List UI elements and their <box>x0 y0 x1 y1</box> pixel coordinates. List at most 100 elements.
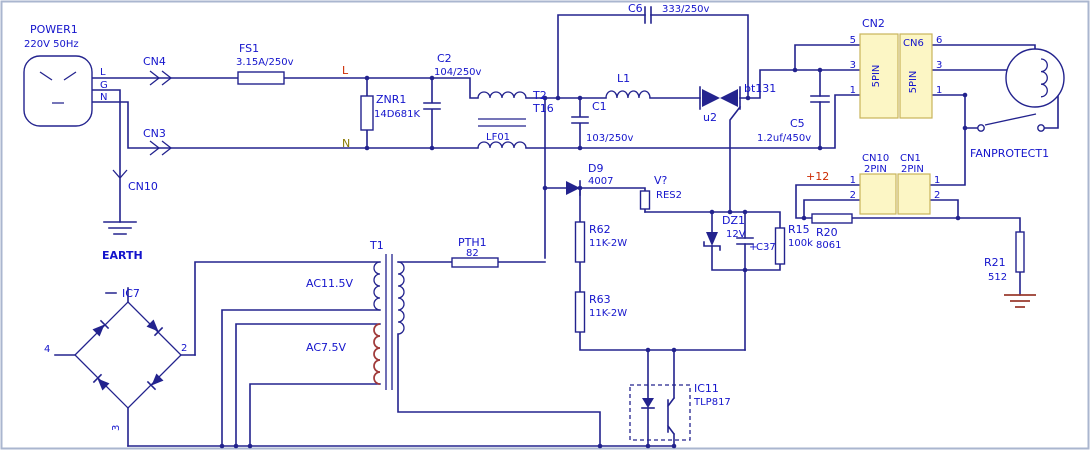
label-r15-value: 100k <box>788 238 813 249</box>
label-znr1: ZNR1 <box>376 93 406 106</box>
fuse-fs1 <box>237 71 285 85</box>
connector-cn1 <box>897 173 931 215</box>
label-cn10-pin2: 2 <box>850 190 856 201</box>
label-cn4: CN4 <box>143 55 166 68</box>
label-fs1-value: 3.15A/250v <box>236 57 294 68</box>
label-t1-lower: AC7.5V <box>306 341 347 354</box>
label-dz1: DZ1 <box>722 214 745 227</box>
cap-c37 <box>736 237 754 245</box>
label-c1-value: 103/250v <box>586 133 634 144</box>
label-cn6-pin6: 6 <box>936 35 942 46</box>
label-c1: C1 <box>592 100 607 113</box>
cn10-chevron <box>112 169 128 179</box>
label-cn2-pin5: 5 <box>850 35 856 46</box>
label-cn1-type: 2PIN <box>901 164 924 175</box>
resistor-r21 <box>1015 231 1025 273</box>
inductor-l1 <box>605 90 651 99</box>
label-vres: V? <box>654 174 668 187</box>
label-c2-value: 104/250v <box>434 67 482 78</box>
label-cn6-pin1: 1 <box>936 85 942 96</box>
label-choke-part: LF01 <box>486 132 510 143</box>
t1-winding-lower <box>373 323 381 385</box>
label-triac: u2 <box>703 111 717 124</box>
label-plug-pin-n: N <box>100 92 107 103</box>
label-l1: L1 <box>617 72 630 85</box>
label-c37: C37 <box>756 242 776 253</box>
label-cn1: CN1 <box>900 153 921 164</box>
label-earth: EARTH <box>102 249 143 262</box>
zener-dz1 <box>703 232 721 251</box>
label-plug-pin-g: G <box>100 80 108 91</box>
label-t1-upper: AC11.5V <box>306 277 354 290</box>
label-d9: D9 <box>588 162 603 175</box>
label-cn10-type: 2PIN <box>864 164 887 175</box>
label-net-n: N <box>342 137 350 150</box>
connector-cn6 <box>899 33 933 119</box>
bridge-ic7 <box>74 301 182 409</box>
motor <box>1005 48 1065 108</box>
label-r21: R21 <box>984 256 1006 269</box>
t1-winding-primary <box>397 261 405 335</box>
cap-c6 <box>644 6 652 24</box>
choke-t2 <box>477 91 527 149</box>
fan-protector <box>977 113 1045 132</box>
label-triac-value: bt131 <box>744 82 776 95</box>
connector-cn10 <box>859 173 897 215</box>
label-cn10-arrow: CN10 <box>128 180 158 193</box>
cap-c5 <box>810 95 830 103</box>
label-cn2-pin1: 1 <box>850 85 856 96</box>
label-cn2-pin3: 3 <box>850 60 856 71</box>
label-net-l: L <box>342 64 349 77</box>
label-plug-pin-l: L <box>100 67 106 78</box>
label-ic7-pin3: 3 <box>111 425 122 431</box>
label-choke-value: T16 <box>532 102 554 115</box>
label-cn6-pin3: 3 <box>936 60 942 71</box>
label-dz1-value: 12V <box>726 229 746 240</box>
resistor-r15 <box>774 227 786 265</box>
junction-dots <box>219 67 968 449</box>
power-plug <box>23 55 93 127</box>
label-r63-value: 11K-2W <box>589 308 627 319</box>
label-cn6-type: 5PIN <box>908 71 919 94</box>
label-r20: R20 <box>816 226 838 239</box>
label-c5-value: 1.2uf/450v <box>757 133 811 144</box>
label-cn1-pin1: 1 <box>934 175 940 186</box>
label-pth1: PTH1 <box>458 236 487 249</box>
triac-u2 <box>699 86 741 110</box>
label-r15: R15 <box>788 223 810 236</box>
label-ic7: IC7 <box>122 287 140 300</box>
label-ic11-value: TLP817 <box>693 397 731 408</box>
label-ic7-pin4: 4 <box>44 344 50 355</box>
optocoupler-ic11 <box>629 384 691 441</box>
labels: POWER1 220V 50Hz L G N CN4 CN3 CN10 EART… <box>24 2 1049 431</box>
t1-core <box>385 254 393 390</box>
plug-slots <box>39 71 77 104</box>
label-cn3: CN3 <box>143 127 166 140</box>
resistor-r62 <box>574 221 586 263</box>
label-cn2: CN2 <box>862 17 885 30</box>
resistor-res2 <box>639 190 651 210</box>
label-c2: C2 <box>437 52 452 65</box>
resistor-pth1 <box>451 257 499 268</box>
label-c6: C6 <box>628 2 643 15</box>
label-znr1-value: 14D681K <box>374 109 421 120</box>
label-power1: POWER1 <box>30 23 78 36</box>
label-t1: T1 <box>369 239 384 252</box>
resistor-r20 <box>811 213 853 224</box>
label-cn6: CN6 <box>903 38 924 49</box>
label-ic7-pin2: 2 <box>181 343 187 354</box>
label-vres-value: RES2 <box>656 190 682 201</box>
label-power1-rating: 220V 50Hz <box>24 39 79 50</box>
motor-coil <box>1040 58 1048 98</box>
label-fanprotect: FANPROTECT1 <box>970 147 1049 160</box>
label-r62-value: 11K-2W <box>589 238 627 249</box>
cn3-chevrons <box>149 140 173 156</box>
label-r20-value: 8061 <box>816 240 841 251</box>
label-cn1-pin2: 2 <box>934 190 940 201</box>
label-d9-value: 4007 <box>588 176 613 187</box>
label-cn10: CN10 <box>862 153 889 164</box>
label-cn10-pin1: 1 <box>850 175 856 186</box>
label-pth1-value: 82 <box>466 248 479 259</box>
